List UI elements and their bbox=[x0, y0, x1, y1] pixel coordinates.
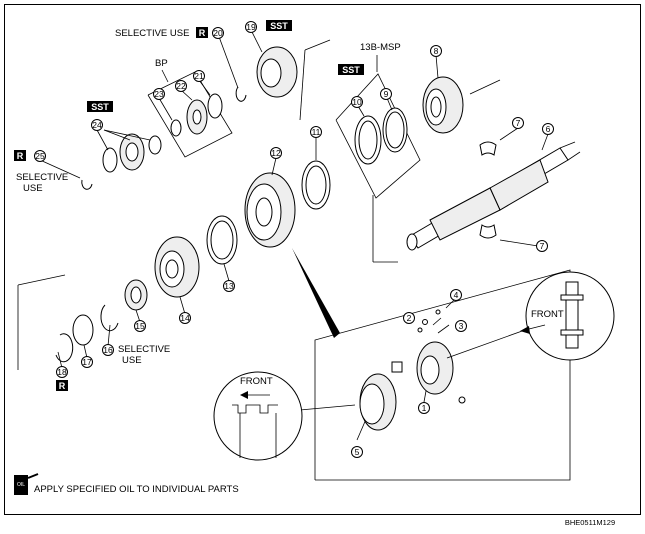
part-number-24: 24 bbox=[92, 120, 102, 130]
part-number-25: 25 bbox=[35, 151, 45, 161]
detail-callout bbox=[292, 248, 571, 481]
r-badge-25: R bbox=[14, 150, 26, 161]
part-number-6: 6 bbox=[546, 124, 551, 134]
msp-label: 13B-MSP bbox=[360, 42, 401, 53]
part-number-9: 9 bbox=[384, 89, 389, 99]
part-number-14: 14 bbox=[180, 313, 190, 323]
svg-text:R: R bbox=[59, 381, 66, 391]
front-inset-left: FRONT bbox=[213, 371, 303, 461]
part-number-16: 16 bbox=[103, 345, 113, 355]
part-number-7b: 7 bbox=[540, 241, 545, 251]
r-badge-18: R bbox=[56, 380, 68, 391]
svg-text:R: R bbox=[199, 28, 206, 38]
part-number-22: 22 bbox=[176, 81, 186, 91]
oil-can-text: OIL bbox=[17, 482, 25, 488]
part-number-13: 13 bbox=[224, 281, 234, 291]
svg-text:R: R bbox=[17, 151, 24, 161]
part-number-3: 3 bbox=[459, 321, 464, 331]
svg-text:SST: SST bbox=[270, 21, 288, 31]
bp-label: BP bbox=[155, 58, 168, 69]
part-number-19: 19 bbox=[246, 22, 256, 32]
part-number-7a: 7 bbox=[516, 118, 521, 128]
part-number-15: 15 bbox=[135, 321, 145, 331]
part-number-1: 1 bbox=[422, 403, 427, 413]
front-inset-right: FRONT bbox=[520, 271, 615, 361]
oil-note: APPLY SPECIFIED OIL TO INDIVIDUAL PARTS bbox=[34, 484, 239, 495]
selective-use-label-20: SELECTIVE USE bbox=[115, 28, 189, 39]
bp-group: BP bbox=[147, 58, 233, 158]
part-number-21: 21 bbox=[194, 71, 204, 81]
part-number-12: 12 bbox=[271, 148, 281, 158]
svg-text:SST: SST bbox=[91, 102, 109, 112]
part-number-23: 23 bbox=[154, 89, 164, 99]
r-badge-20: R bbox=[196, 27, 208, 38]
part-number-20: 20 bbox=[213, 28, 223, 38]
selective-label-16-line2: USE bbox=[122, 355, 142, 366]
selective-label-16-line1: SELECTIVE bbox=[118, 344, 170, 355]
front-left-label: FRONT bbox=[240, 376, 273, 387]
msp-group: 13B-MSP bbox=[335, 42, 421, 199]
oil-can-icon: OIL bbox=[14, 473, 39, 495]
figure-code: BHE0511M129 bbox=[565, 518, 615, 527]
part-number-11: 11 bbox=[312, 127, 321, 137]
sst-badge-24: SST bbox=[87, 101, 113, 112]
svg-text:SST: SST bbox=[342, 65, 360, 75]
sst-badge-msp: SST bbox=[338, 64, 364, 75]
part-number-8: 8 bbox=[434, 46, 439, 56]
part-number-10: 10 bbox=[352, 97, 362, 107]
figure-frame bbox=[4, 4, 641, 515]
front-right-label: FRONT bbox=[531, 309, 564, 320]
main-shaft bbox=[406, 141, 581, 251]
part-number-18: 18 bbox=[57, 367, 67, 377]
selective-label-25-line1: SELECTIVE bbox=[16, 172, 68, 183]
selective-label-25-line2: USE bbox=[23, 183, 43, 194]
part-number-2: 2 bbox=[407, 313, 412, 323]
part-number-5: 5 bbox=[355, 447, 360, 457]
part-number-17: 17 bbox=[82, 357, 92, 367]
sst-badge-19: SST bbox=[266, 20, 292, 31]
part-number-4: 4 bbox=[454, 290, 459, 300]
part-numbers: 1 2 3 4 5 6 7 7 8 9 10 11 12 13 14 15 16… bbox=[34, 21, 554, 458]
